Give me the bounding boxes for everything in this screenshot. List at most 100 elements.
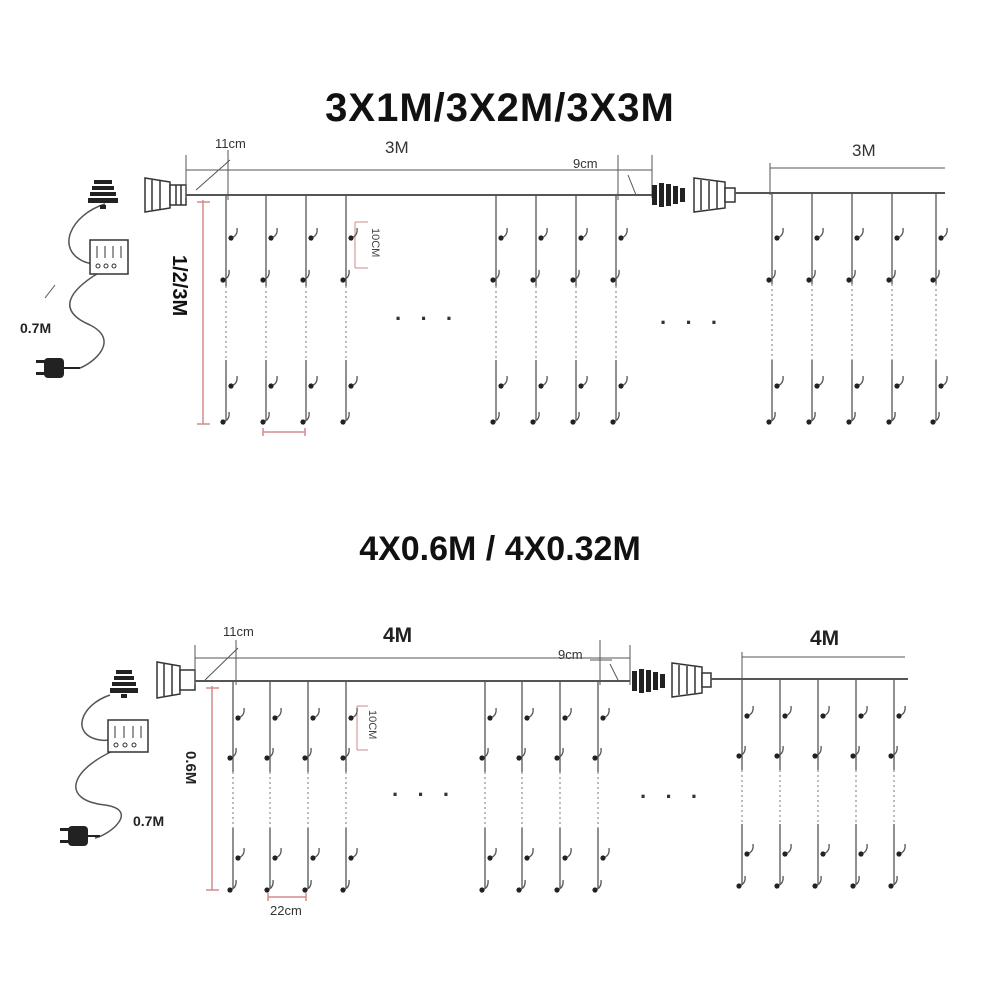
light-drop — [774, 680, 792, 884]
bulb-icon — [578, 375, 588, 389]
bulb-icon — [235, 847, 245, 861]
power-cord-length-label: 0.7M — [20, 320, 51, 336]
light-drop — [930, 194, 948, 420]
bulb-icon — [592, 879, 602, 893]
light-drop — [846, 194, 864, 420]
ellipsis-1: · · · — [395, 306, 459, 331]
light-drop — [850, 680, 868, 884]
bulb-icon — [340, 411, 350, 425]
bulb-icon — [886, 411, 896, 425]
main-length-label: 3M — [385, 138, 409, 157]
bulb-spacing-label: 10CM — [366, 710, 378, 739]
bulb-icon — [938, 227, 948, 241]
bulb-icon — [888, 875, 898, 889]
light-drop — [516, 682, 534, 888]
light-drop — [812, 680, 830, 884]
top-diagram: 0.7M 3M 11cm 9cm — [20, 136, 948, 436]
bulb-icon — [260, 411, 270, 425]
bulb-icon — [220, 269, 230, 283]
plug-icon — [110, 670, 138, 698]
bulb-icon — [264, 879, 274, 893]
bulb-icon — [896, 705, 906, 719]
light-drop — [490, 196, 508, 420]
light-drop — [888, 680, 906, 884]
bulb-icon — [736, 745, 746, 759]
bulb-icon — [774, 227, 784, 241]
bulb-icon — [600, 707, 610, 721]
bulb-icon — [487, 847, 497, 861]
bulb-icon — [854, 227, 864, 241]
bulb-icon — [308, 375, 318, 389]
light-drop — [300, 196, 318, 420]
end-offset-label: 9cm — [558, 647, 583, 662]
bulb-icon — [272, 847, 282, 861]
bulb-icon — [744, 705, 754, 719]
bulb-icon — [348, 375, 358, 389]
bulb-icon — [348, 707, 358, 721]
bulb-icon — [340, 879, 350, 893]
bulb-icon — [736, 875, 746, 889]
bulb-icon — [308, 227, 318, 241]
bulb-icon — [260, 269, 270, 283]
end-cap-icon — [144, 177, 187, 213]
bulb-icon — [774, 745, 784, 759]
bulb-icon — [610, 269, 620, 283]
bulb-icon — [272, 707, 282, 721]
plug-icon — [88, 180, 118, 209]
bulb-icon — [300, 411, 310, 425]
light-drop — [766, 194, 784, 420]
bulb-icon — [498, 227, 508, 241]
drop-spacing-label: 22cm — [270, 903, 302, 918]
bulb-icon — [850, 875, 860, 889]
end-offset-label: 9cm — [573, 156, 598, 171]
bulb-icon — [268, 375, 278, 389]
connector-icon — [671, 662, 712, 698]
light-drop — [736, 680, 754, 884]
bulb-icon — [814, 375, 824, 389]
light-drop — [340, 682, 358, 888]
light-drop — [530, 196, 548, 420]
light-drop — [264, 682, 282, 888]
bulb-icon — [774, 875, 784, 889]
light-drop — [806, 194, 824, 420]
start-offset-label: 11cm — [223, 624, 254, 639]
light-drop — [886, 194, 904, 420]
end-cap-icon — [156, 661, 196, 699]
power-cord — [75, 694, 122, 839]
light-drop — [260, 196, 278, 420]
bulb-icon — [530, 269, 540, 283]
bulb-icon — [812, 875, 822, 889]
bulb-icon — [858, 705, 868, 719]
bulb-icon — [538, 375, 548, 389]
bulb-icon — [268, 227, 278, 241]
bulb-icon — [554, 879, 564, 893]
start-offset-label: 11cm — [215, 136, 246, 151]
bulb-icon — [766, 411, 776, 425]
bulb-spacing-label: 10CM — [369, 228, 381, 257]
bulb-icon — [858, 843, 868, 857]
bulb-icon — [228, 375, 238, 389]
bulb-icon — [562, 847, 572, 861]
power-cord-length-label: 0.7M — [133, 813, 164, 829]
drop-length-label: 0.6M — [182, 751, 199, 784]
light-drop — [479, 682, 497, 888]
bulb-icon — [220, 411, 230, 425]
plug-icon — [36, 358, 80, 378]
extension-length-label: 4M — [810, 627, 839, 650]
bulb-icon — [227, 747, 237, 761]
bulb-icon — [592, 747, 602, 761]
bulb-icon — [570, 411, 580, 425]
bulb-icon — [846, 411, 856, 425]
drop-length-label: 1/2/3M — [168, 255, 190, 316]
extension-length-label: 3M — [852, 141, 876, 160]
bulb-icon — [938, 375, 948, 389]
bulb-icon — [820, 705, 830, 719]
bulb-icon — [479, 747, 489, 761]
connector-icon — [632, 669, 665, 693]
bulb-icon — [524, 847, 534, 861]
bulb-icon — [618, 227, 628, 241]
power-cord — [68, 203, 106, 369]
bulb-icon — [782, 843, 792, 857]
bulb-icon — [490, 411, 500, 425]
